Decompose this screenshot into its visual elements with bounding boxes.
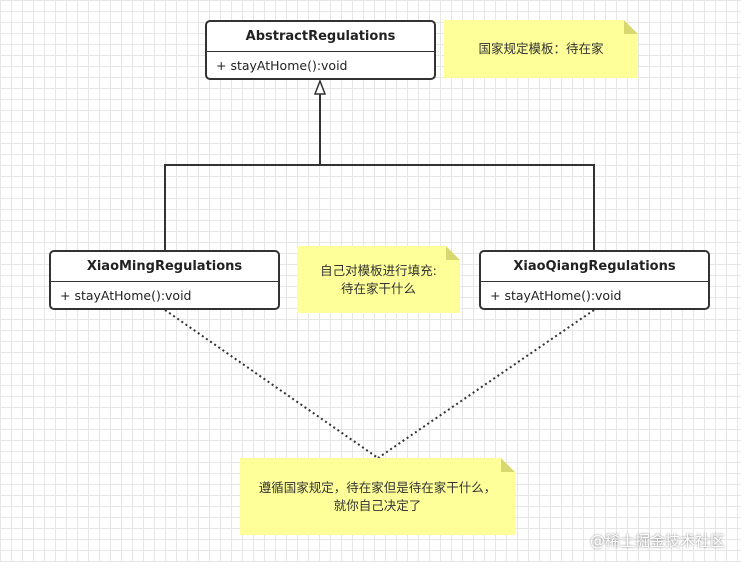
note-template[interactable]: 国家规定模板：待在家 [444, 20, 638, 78]
class-abstract-regulations[interactable]: AbstractRegulations + stayAtHome():void [205, 20, 436, 80]
class-method: + stayAtHome():void [216, 58, 348, 73]
note-follow[interactable]: 遵循国家规定，待在家但是待在家干什么， 就你自己决定了 [240, 458, 515, 535]
class-xiaoqiang-regulations[interactable]: XiaoQiangRegulations + stayAtHome():void [479, 250, 710, 310]
note-link-right [377, 309, 595, 459]
note-text: 自己对模板进行填充: 待在家干什么 [312, 262, 445, 298]
note-text: 遵循国家规定，待在家但是待在家干什么， 就你自己决定了 [251, 479, 505, 515]
inheritance-line [164, 164, 595, 250]
note-fill[interactable]: 自己对模板进行填充: 待在家干什么 [297, 246, 460, 313]
note-line: 自己对模板进行填充: [320, 262, 437, 278]
class-xiaoming-regulations[interactable]: XiaoMingRegulations + stayAtHome():void [49, 250, 280, 310]
class-method: + stayAtHome():void [60, 288, 192, 303]
note-line: 就你自己决定了 [333, 497, 422, 513]
note-line: 待在家干什么 [340, 280, 416, 296]
class-method: + stayAtHome():void [490, 288, 622, 303]
class-name: XiaoQiangRegulations [481, 252, 708, 282]
note-link-left [164, 309, 379, 459]
class-name: XiaoMingRegulations [51, 252, 278, 282]
note-text: 国家规定模板：待在家 [478, 41, 604, 56]
class-name: AbstractRegulations [207, 22, 434, 52]
watermark: @稀土掘金技术社区 [589, 532, 725, 550]
inheritance-arrowhead [313, 78, 327, 95]
note-line: 遵循国家规定，待在家但是待在家干什么， [258, 479, 497, 495]
